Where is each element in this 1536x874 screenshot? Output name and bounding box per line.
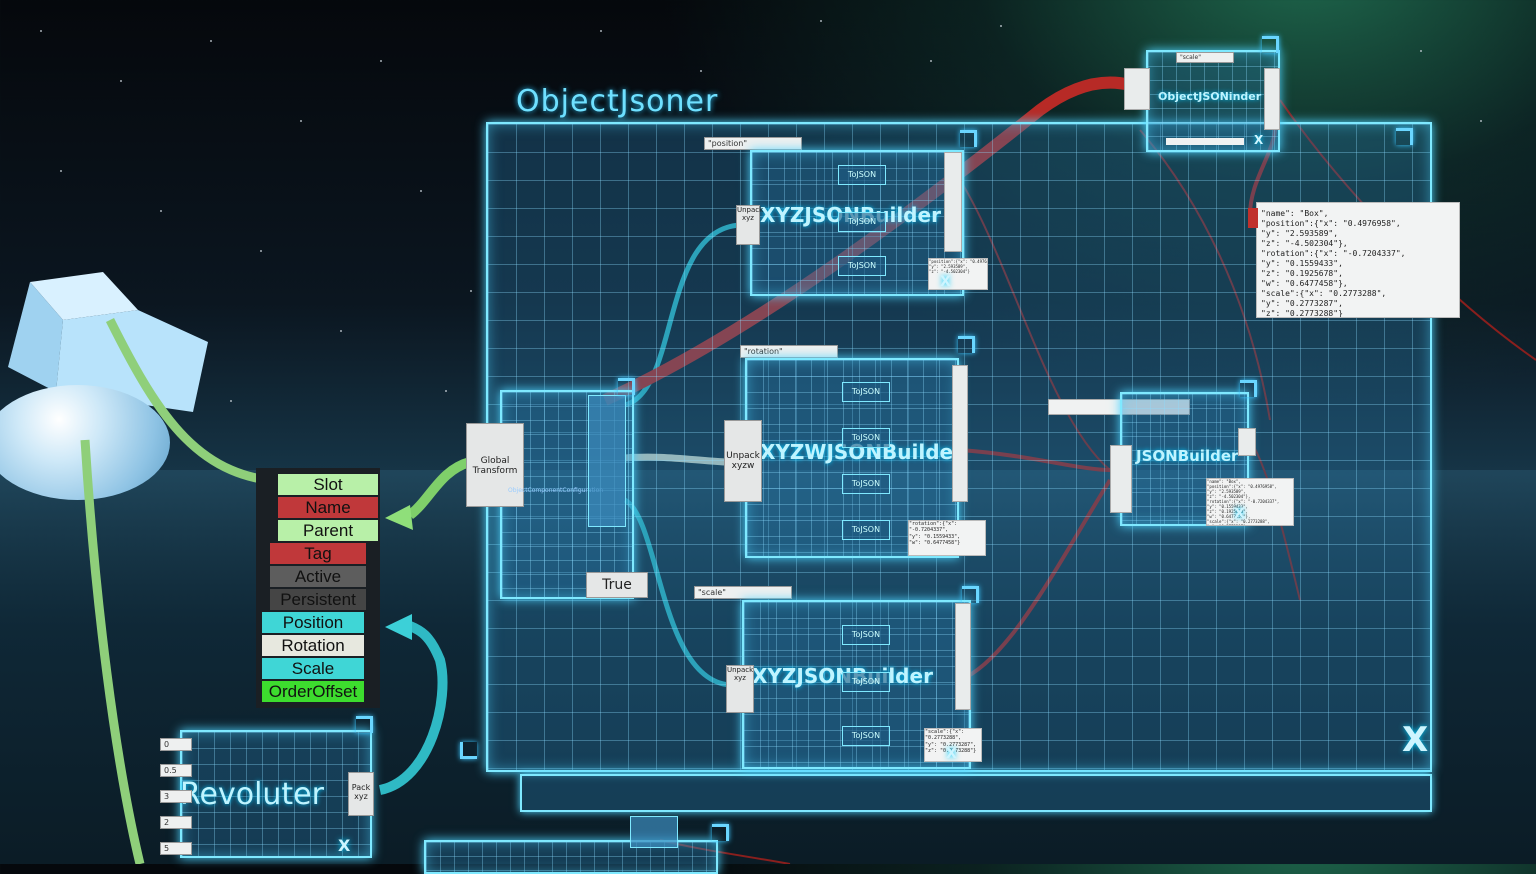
tojson-top-1[interactable]: ToJSON [838, 165, 886, 185]
json-builder-corner[interactable] [1240, 380, 1257, 397]
transform-output-ports[interactable] [588, 395, 626, 527]
bottom-node-block[interactable] [630, 816, 678, 848]
bottom-partial-corner[interactable] [712, 824, 729, 841]
scale-preview: "scale":{"x": "0.2773288", "y": "0.27732… [924, 728, 982, 762]
xyz-builder-top-close[interactable]: X [940, 274, 951, 290]
inder-footer-bar [1166, 138, 1244, 145]
panel-bottom-bar [520, 774, 1432, 812]
revoluter-close[interactable]: X [338, 836, 351, 855]
revoluter-corner[interactable] [356, 716, 373, 733]
json-builder-title: JSONBuilder [1136, 447, 1239, 465]
revoluter-input-4[interactable]: 5 [160, 842, 192, 855]
tojson-bottom-1[interactable]: ToJSON [842, 625, 890, 645]
tojson-mid-1[interactable]: ToJSON [842, 382, 890, 402]
tojson-bottom-2[interactable]: ToJSON [842, 672, 890, 692]
main-panel-close-button[interactable]: X [1402, 720, 1429, 760]
slot-field-active[interactable]: Active [270, 566, 366, 587]
json-output-connector[interactable] [1248, 208, 1258, 228]
slot-field-orderoffset[interactable]: OrderOffset [262, 681, 364, 702]
global-transform-node[interactable]: Global Transform [466, 423, 524, 507]
slot-field-name[interactable]: Name [278, 497, 378, 518]
unpack-xyzw-node[interactable]: Unpack xyzw [724, 420, 762, 502]
tojson-mid-2[interactable]: ToJSON [842, 428, 890, 448]
true-node[interactable]: True [586, 572, 648, 598]
object-json-inder-close[interactable]: X [1254, 133, 1264, 147]
object-jsoner-title: ObjectJsoner [516, 84, 719, 119]
xyz-top-output-ports[interactable] [944, 152, 962, 252]
json-builder-preview: "name": "Box", "position":{"x": "0.49769… [1206, 478, 1294, 526]
inder-input-block[interactable] [1124, 68, 1150, 110]
object-json-inder-title: ObjectJSONinder [1158, 90, 1262, 103]
slot-field-scale[interactable]: Scale [262, 658, 364, 679]
position-preview: "position":{"x": "0.4976958", "y": "2.59… [928, 258, 988, 290]
slot-field-parent[interactable]: Parent [278, 520, 378, 541]
object-json-inder-panel[interactable] [1146, 50, 1280, 152]
tojson-bottom-3[interactable]: ToJSON [842, 726, 890, 746]
xyz-builder-bottom-corner[interactable] [962, 586, 979, 603]
rotation-key-chip[interactable]: "rotation" [740, 345, 838, 358]
revoluter-input-0[interactable]: 0 [160, 738, 192, 751]
scale-key-chip[interactable]: "scale" [694, 586, 792, 599]
transform-corner[interactable] [618, 378, 635, 395]
slot-field-rotation[interactable]: Rotation [262, 635, 364, 656]
position-key-chip[interactable]: "position" [704, 137, 802, 150]
unpack-xyz-top[interactable]: Unpack xyz [736, 205, 763, 245]
object-component-label: ObjectComponentConfiguration [508, 487, 604, 494]
inder-output-block[interactable] [1264, 68, 1280, 130]
xyz-builder-bottom-close[interactable]: X [946, 746, 957, 762]
inder-key-chip[interactable]: "scale" [1176, 52, 1234, 63]
slot-field-position[interactable]: Position [262, 612, 364, 633]
pack-xyz-node[interactable]: Pack xyz [348, 772, 374, 816]
panel-corner-top-right[interactable] [1396, 128, 1413, 145]
slot-field-persistent[interactable]: Persistent [270, 589, 366, 610]
tojson-top-2[interactable]: ToJSON [838, 212, 886, 232]
revoluter-input-2[interactable]: 3 [160, 790, 192, 803]
panel-corner-bottom-left[interactable] [460, 742, 477, 759]
json-builder-inputs[interactable] [1110, 445, 1132, 513]
revoluter-title: Revoluter [180, 777, 324, 812]
revoluter-panel[interactable] [180, 730, 372, 858]
slot-field-slot[interactable]: Slot [278, 474, 378, 495]
revoluter-input-3[interactable]: 2 [160, 816, 192, 829]
xyzw-output-ports[interactable] [952, 365, 968, 502]
json-output-display: "name": "Box", "position":{"x": "0.49769… [1256, 202, 1460, 318]
tojson-top-3[interactable]: ToJSON [838, 256, 886, 276]
revoluter-input-1[interactable]: 0.5 [160, 764, 192, 777]
json-builder-output[interactable] [1238, 428, 1256, 456]
object-json-inder-corner[interactable] [1262, 36, 1279, 53]
rotation-preview: "rotation":{"x": "-0.7204337", "y": "0.1… [908, 520, 986, 556]
tojson-mid-4[interactable]: ToJSON [842, 520, 890, 540]
tojson-mid-3[interactable]: ToJSON [842, 474, 890, 494]
json-builder-panel[interactable] [1120, 392, 1249, 526]
json-builder-close[interactable]: X [1234, 506, 1245, 522]
xyz-builder-top-corner[interactable] [960, 130, 977, 147]
slot-field-tag[interactable]: Tag [270, 543, 366, 564]
json-builder-header-bar[interactable] [1048, 399, 1190, 415]
xyz-bottom-output-ports[interactable] [955, 603, 971, 710]
unpack-xyz-bottom[interactable]: Unpack xyz [726, 665, 754, 713]
xyzw-builder-corner[interactable] [958, 336, 975, 353]
